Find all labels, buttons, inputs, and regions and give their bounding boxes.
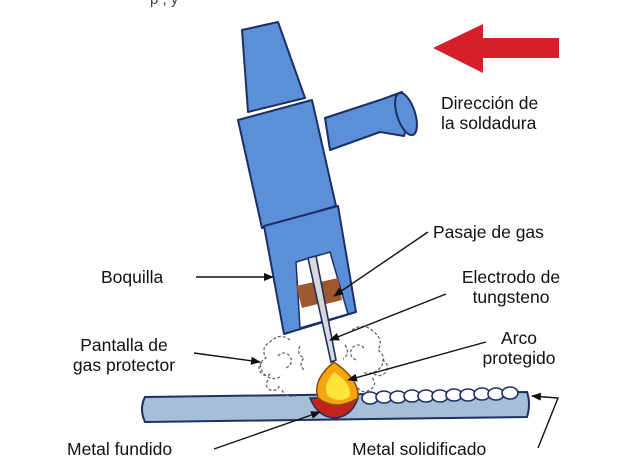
label-shield-line1: Pantalla de [80,335,168,355]
header-fragment: p , y [150,0,178,10]
label-arc-line1: Arco [501,328,537,348]
solidified-metal-bead [361,386,519,405]
label-nozzle: Boquilla [101,267,164,287]
label-direction-line2: la soldadura [441,113,537,133]
label-arc-line2: protegido [482,348,556,368]
label-arc: Arco protegido [474,328,564,368]
label-molten-metal: Metal fundido [67,439,173,459]
label-direction-line1: Dirección de [441,93,539,113]
label-shield-line2: gas protector [72,355,176,375]
label-electrode: Electrodo de tungsteno [436,267,586,307]
label-electrode-line2: tungsteno [472,287,550,307]
arrow-left-icon [433,24,559,73]
protected-arc [316,361,359,406]
label-electrode-line1: Electrodo de [461,267,561,287]
leader-lines [193,231,560,450]
label-gas-passage: Pasaje de gas [433,222,544,242]
label-solidified-metal: Metal solidificado [352,439,487,459]
label-shield: Pantalla de gas protector [54,335,194,375]
label-direction: Dirección de la soldadura [441,93,538,133]
shielding-gas-cloud [258,325,388,398]
tungsten-electrode [307,255,337,364]
